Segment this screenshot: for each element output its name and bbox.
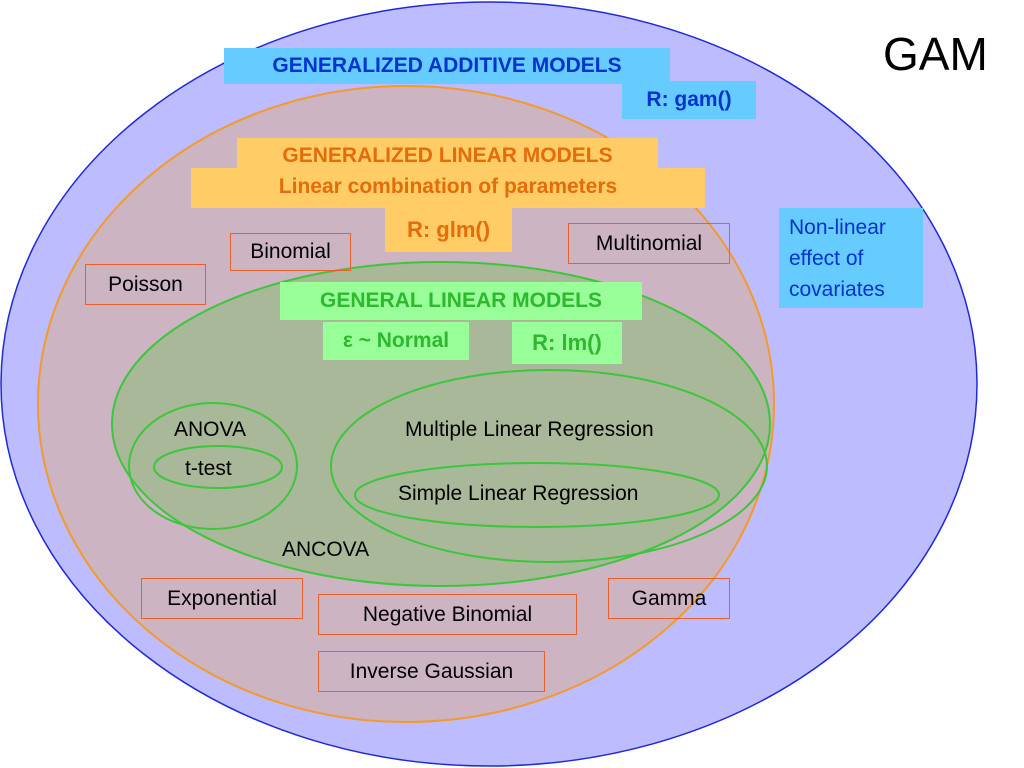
page-title: GAM (883, 28, 988, 80)
lm-heading: GENERAL LINEAR MODELS (280, 282, 642, 320)
gam-r-function: R: gam() (622, 81, 756, 119)
simple-regression-label: Simple Linear Regression (398, 482, 639, 505)
anova-ellipse (128, 402, 298, 530)
multiple-regression-label: Multiple Linear Regression (405, 418, 654, 441)
gam-note: Non-linear effect of covariates (779, 208, 923, 308)
ancova-label: ANCOVA (282, 538, 370, 561)
glm-r-function: R: glm() (385, 208, 512, 252)
gam-note-line-1: Non-linear (789, 216, 886, 239)
anova-label: ANOVA (174, 418, 246, 441)
distribution-gamma: Gamma (608, 578, 730, 619)
lm-r-function: R: lm() (512, 322, 622, 364)
distribution-inverse-gaussian: Inverse Gaussian (318, 651, 545, 692)
distribution-exponential: Exponential (141, 578, 303, 619)
distribution-negative-binomial: Negative Binomial (318, 594, 577, 635)
lm-error-spec: ε ~ Normal (323, 322, 469, 360)
distribution-binomial: Binomial (230, 233, 351, 271)
gam-note-line-3: covariates (789, 278, 885, 301)
multiple-regression-ellipse (330, 369, 768, 563)
distribution-poisson: Poisson (85, 264, 206, 305)
gam-note-line-2: effect of (789, 247, 864, 270)
t-test-label: t-test (185, 457, 232, 480)
t-test-ellipse (153, 445, 283, 489)
gam-heading: GENERALIZED ADDITIVE MODELS (224, 48, 670, 84)
glm-subheading: Linear combination of parameters (191, 168, 705, 208)
distribution-multinomial: Multinomial (568, 223, 730, 264)
simple-regression-ellipse (354, 462, 720, 528)
